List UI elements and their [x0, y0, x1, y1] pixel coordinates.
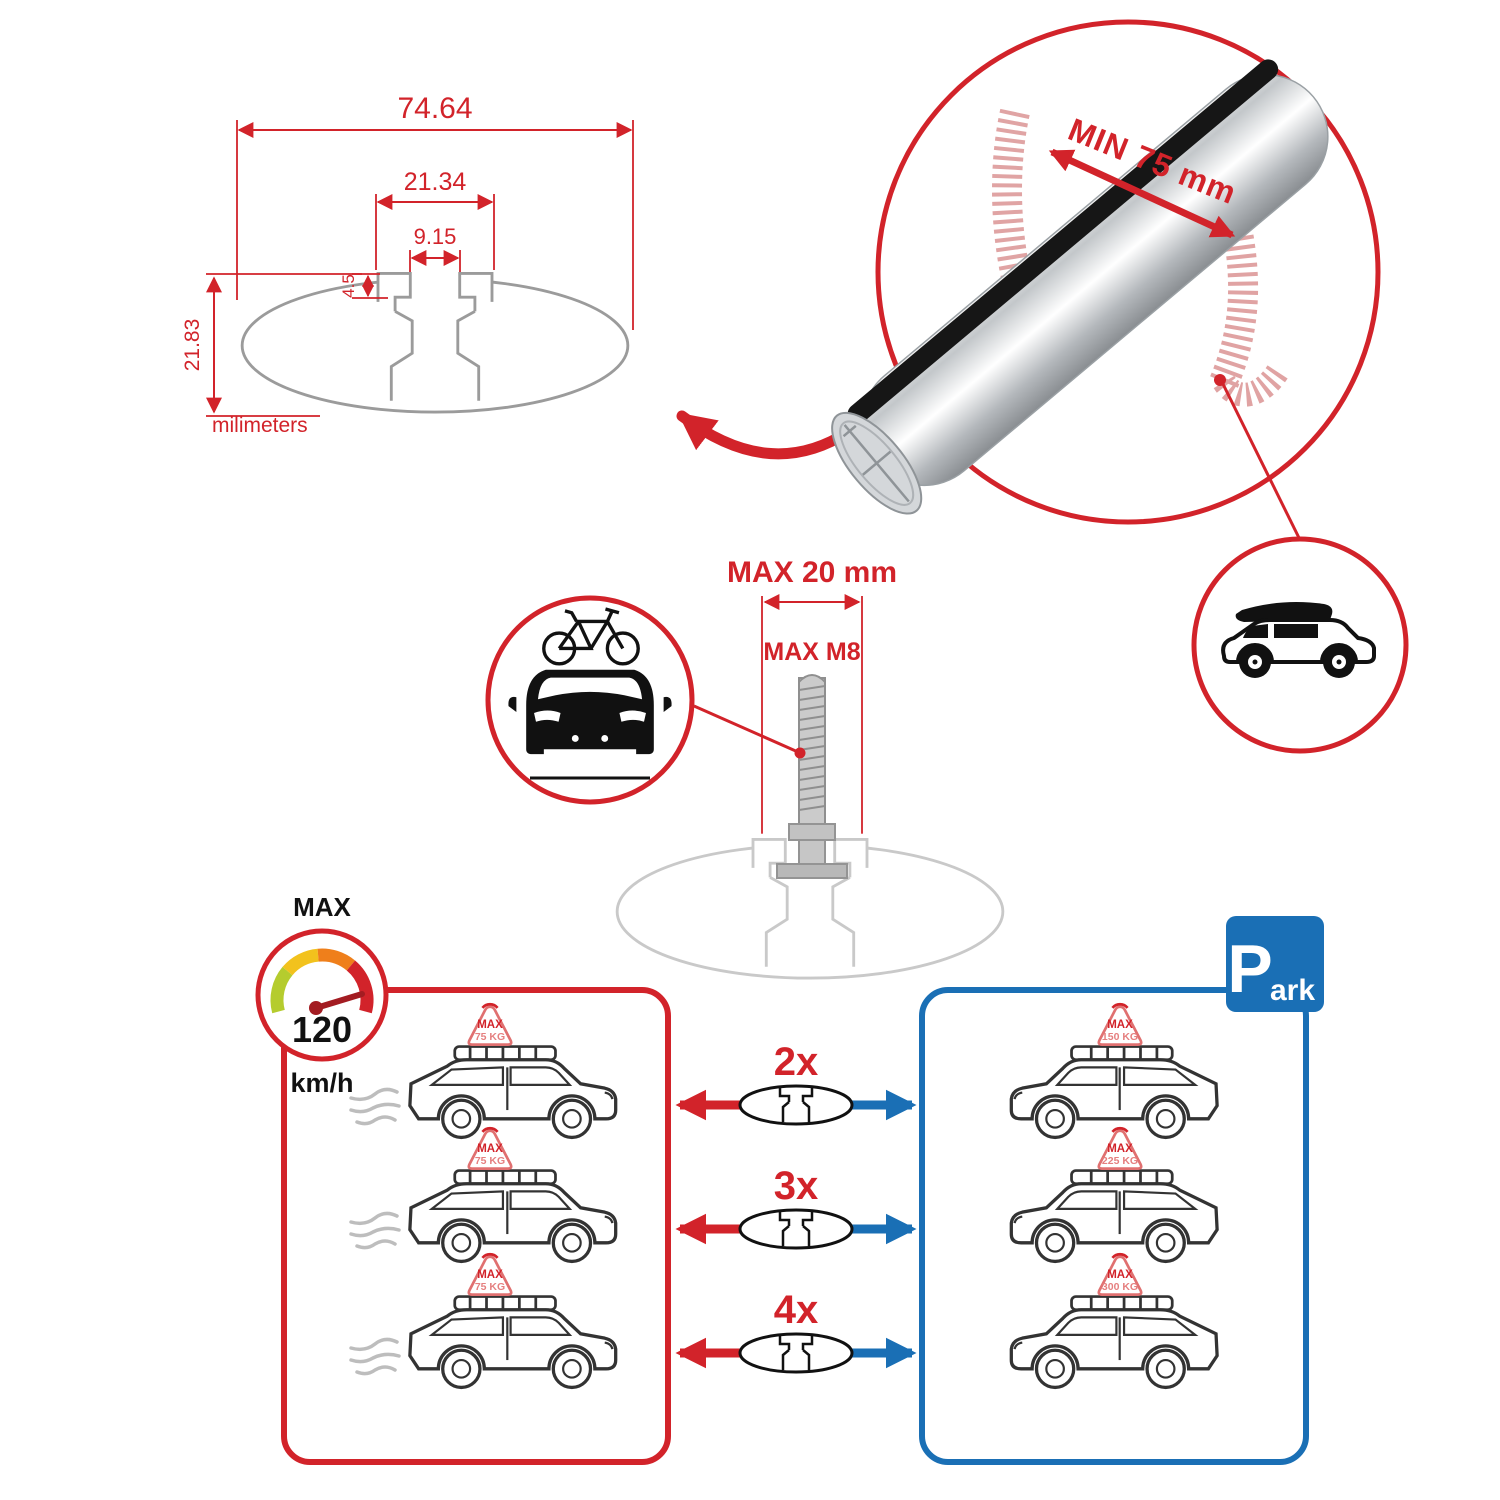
load-tag-title: MAX — [1107, 1269, 1133, 1281]
parking-sign-board — [1226, 916, 1324, 1012]
parked-cars: MAX 150 KG MAX 225 KG MAX 300 KG — [1009, 1002, 1219, 1390]
crossbar-section-icon — [738, 1208, 854, 1250]
speed-units: km/h — [290, 1068, 353, 1098]
load-tag-value: 300 KG — [1102, 1281, 1138, 1293]
load-tag-title: MAX — [477, 1143, 503, 1155]
min-span-arrow — [1048, 148, 1236, 239]
car-front-circle — [485, 595, 695, 805]
suv-roofbox-icon — [1221, 602, 1376, 678]
circle-connector-line — [1220, 381, 1306, 549]
bolt-callout-dot — [794, 747, 806, 759]
load-tag-title: MAX — [477, 1019, 503, 1031]
crossbar-section-icon — [738, 1332, 854, 1374]
profile-outline — [240, 266, 630, 414]
parking-sign-rest: ark — [1270, 974, 1315, 1007]
speedometer-needle — [313, 991, 365, 1011]
cross-section-diagram: 74.64 21.34 9.15 4.5 21.83 milimeters — [181, 92, 634, 437]
load-tag-value: 75 KG — [475, 1031, 505, 1043]
speedometer-arc — [270, 948, 374, 1014]
speedometer: MAX 120 km/h — [255, 892, 389, 1098]
needle-hub — [309, 1001, 323, 1015]
load-tag-value: 75 KG — [475, 1155, 505, 1167]
count-label-2x: 2x — [774, 1040, 819, 1084]
moving-cars: MAX 75 KG MAX 75 KG MAX 75 KG — [349, 1002, 618, 1390]
parking-sign-letter: P — [1227, 931, 1272, 1007]
end-cap-ribs — [842, 424, 910, 503]
max-thread-label: MAX M8 — [763, 638, 860, 666]
load-tag-title: MAX — [1107, 1019, 1133, 1031]
car-front-icon — [508, 669, 672, 755]
parking-sign: P ark — [1226, 916, 1324, 1012]
count-label-3x: 3x — [774, 1164, 819, 1208]
callout-arrow-to-profile — [676, 410, 854, 460]
speed-value: 120 — [292, 1009, 352, 1050]
count-label-4x: 4x — [774, 1288, 819, 1332]
dim-total-height-label: 21.83 — [181, 319, 204, 372]
load-tag-value: 150 KG — [1102, 1031, 1138, 1043]
dim-total-width-label: 74.64 — [397, 92, 472, 125]
bar-closeup-circle: MIN 75 mm — [831, 19, 1381, 549]
bolt-connector-line — [693, 704, 799, 754]
dim-lip-depth-label: 4.5 — [339, 274, 358, 298]
end-cap-inner — [839, 420, 915, 506]
bar-count-rows: 2x 3x 4x — [675, 1040, 917, 1374]
load-tag-title: MAX — [477, 1269, 503, 1281]
bolt-diagram: MAX 20 mm MAX M8 — [615, 556, 1005, 980]
max-width-label: MAX 20 mm — [727, 556, 897, 589]
speed-max-label: MAX — [293, 892, 351, 922]
load-tag-value: 225 KG — [1102, 1155, 1138, 1167]
load-tag-value: 75 KG — [475, 1281, 505, 1293]
crossbar-section-icon — [738, 1084, 854, 1126]
load-tag-title: MAX — [1107, 1143, 1133, 1155]
units-label: milimeters — [212, 414, 308, 437]
dim-inner-slot-label: 9.15 — [414, 224, 457, 249]
dim-outer-slot-label: 21.34 — [404, 168, 467, 196]
suv-roofbox-circle — [1191, 536, 1409, 754]
